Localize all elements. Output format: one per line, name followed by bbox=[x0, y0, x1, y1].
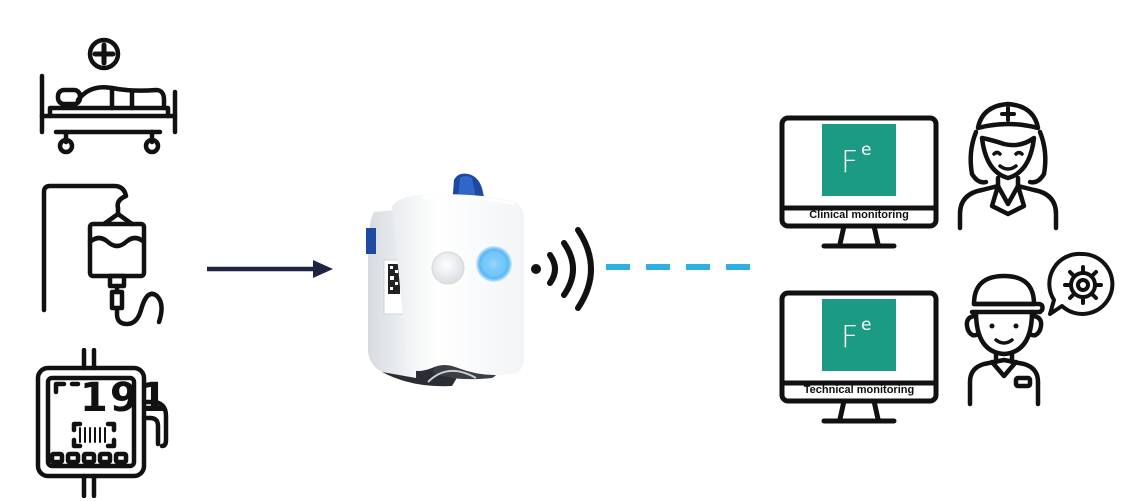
wifi-signal-icon bbox=[528, 222, 602, 316]
pump-display-value: 191 bbox=[80, 375, 170, 421]
infusion-pump-icon: 191 bbox=[32, 348, 182, 498]
gear-speech-bubble-icon bbox=[1046, 250, 1118, 320]
fe-logo-letter: F bbox=[841, 320, 859, 355]
clinical-monitoring-label: Clinical monitoring bbox=[809, 209, 909, 221]
fe-logo-letter: F bbox=[841, 145, 859, 180]
tracking-tag-device bbox=[362, 172, 524, 394]
technician-icon bbox=[962, 270, 1046, 408]
wireless-link-dashed-line bbox=[604, 262, 762, 272]
clinical-monitor: F e Clinical monitoring bbox=[778, 114, 940, 254]
flow-arrow bbox=[205, 257, 335, 281]
fe-logo: F e bbox=[822, 124, 896, 196]
iv-drip-icon bbox=[32, 180, 182, 330]
fe-logo: F e bbox=[822, 299, 896, 371]
technical-monitor: F e Technical monitoring bbox=[778, 289, 940, 429]
hospital-bed-icon bbox=[32, 34, 182, 156]
technical-monitoring-label: Technical monitoring bbox=[803, 384, 915, 396]
fe-logo-superscript: e bbox=[861, 315, 872, 335]
fe-logo-superscript: e bbox=[861, 140, 872, 160]
nurse-icon bbox=[952, 98, 1062, 232]
